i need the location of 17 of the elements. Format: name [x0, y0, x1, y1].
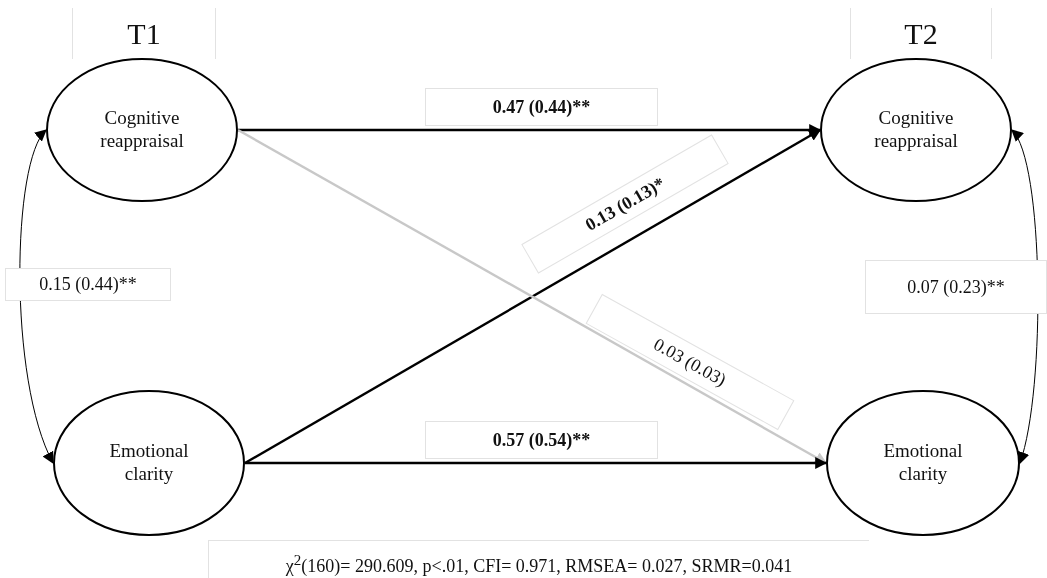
- edge-label: 0.07 (0.23)**: [865, 260, 1047, 314]
- arrow: [245, 457, 828, 469]
- edge-label: 0.57 (0.54)**: [425, 421, 658, 459]
- variable-name: Cognitive reappraisal: [873, 107, 959, 153]
- latent-variable-ellipse: [53, 390, 245, 536]
- latent-variable-ellipse: [826, 390, 1020, 536]
- time-heading: T2: [850, 8, 992, 59]
- edge-label: 0.15 (0.44)**: [5, 268, 171, 301]
- fit-statistics: χ$^{2}$(160)= 290.609, p<.01, CFI= 0.971, RMSEA= 0.027, SRMR=0.041: [208, 540, 869, 578]
- time-heading: T1: [72, 8, 216, 59]
- variable-name: Emotional clarity: [108, 440, 190, 486]
- latent-variable-ellipse: [820, 58, 1012, 202]
- variable-name: Emotional clarity: [882, 440, 964, 486]
- latent-variable-ellipse: [46, 58, 238, 202]
- variable-name: Cognitive reappraisal: [99, 107, 185, 153]
- edge-label: 0.47 (0.44)**: [425, 88, 658, 126]
- double-headed-arrow: [19, 129, 55, 465]
